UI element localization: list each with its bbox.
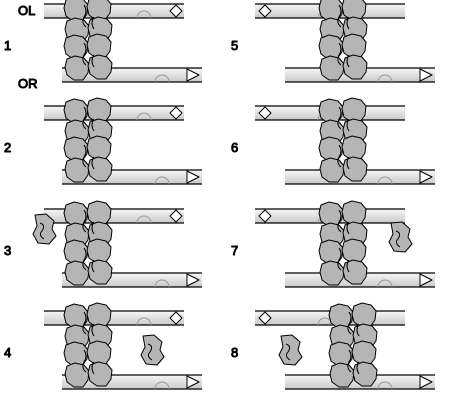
bottom-strand-label: OR [18, 76, 38, 91]
operator-site [136, 317, 152, 326]
operator-site [154, 381, 170, 390]
triangle-icon [419, 375, 433, 389]
diamond-icon [258, 209, 272, 223]
panel-4: 4 [4, 303, 202, 390]
diamond-icon [258, 106, 272, 120]
repressor-complex [64, 303, 112, 387]
diamond-icon [258, 311, 272, 325]
triangle-icon [419, 68, 433, 82]
diamond-icon [258, 4, 272, 18]
triangle-icon [419, 273, 433, 287]
panel-number: 5 [231, 38, 238, 53]
panel-number: 3 [4, 243, 11, 258]
repressor-complex [64, 201, 112, 285]
panel-2: 2 [4, 98, 202, 185]
triangle-icon [419, 170, 433, 184]
free-subunit [140, 334, 165, 366]
diamond-icon [169, 311, 183, 325]
free-subunit [278, 334, 303, 366]
operator-site [377, 176, 393, 185]
repressor-complex [64, 0, 112, 80]
operator-site [377, 279, 393, 288]
free-subunit [388, 221, 413, 253]
panel-number: 2 [4, 140, 11, 155]
panel-5: 5 [231, 0, 435, 83]
triangle-icon [186, 170, 200, 184]
panel-6: 6 [231, 98, 435, 185]
diamond-icon [169, 4, 183, 18]
diamond-icon [169, 106, 183, 120]
triangle-icon [186, 68, 200, 82]
operator-site [136, 10, 152, 19]
repressor-complex [329, 303, 377, 387]
operator-site [377, 381, 393, 390]
panel-7: 7 [231, 201, 435, 288]
panel-number: 4 [4, 345, 11, 360]
triangle-icon [186, 273, 200, 287]
panel-8: 8 [231, 303, 435, 390]
panel-number: 1 [4, 38, 11, 53]
triangle-icon [186, 375, 200, 389]
operator-site [377, 74, 393, 83]
operator-site [136, 215, 152, 224]
operator-site [136, 112, 152, 121]
panel-1: 1 [4, 0, 202, 83]
operator-site [154, 176, 170, 185]
repressor-complex [319, 201, 367, 285]
operator-site [154, 74, 170, 83]
repressor-complex [319, 0, 367, 80]
panel-number: 6 [231, 140, 238, 155]
top-strand-label: OL [18, 3, 35, 18]
repressor-complex [64, 98, 112, 182]
diamond-icon [169, 209, 183, 223]
operator-site [154, 279, 170, 288]
panel-3: 3 [4, 201, 202, 288]
repressor-complex [319, 98, 367, 182]
panel-number: 8 [231, 345, 238, 360]
panel-number: 7 [231, 243, 238, 258]
